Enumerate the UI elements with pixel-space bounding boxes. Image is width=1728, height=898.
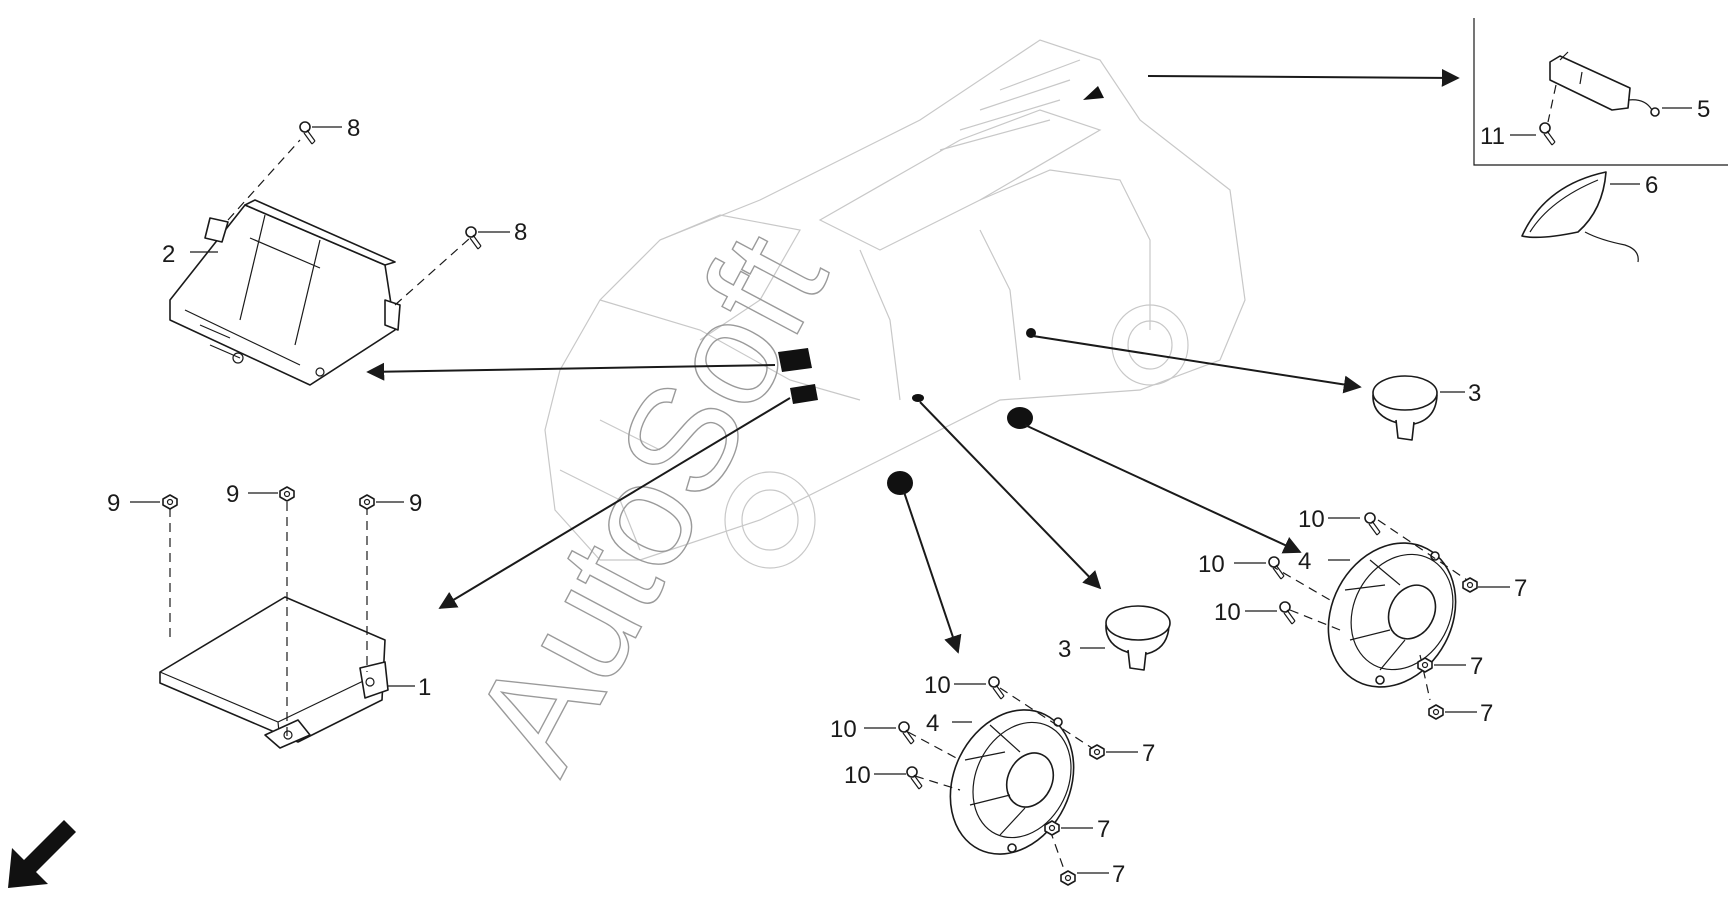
clip-7-front-a[interactable]: [1089, 744, 1105, 760]
control-module[interactable]: [159, 596, 389, 749]
location-marker-front-speaker: [887, 471, 913, 495]
location-marker-amplifier: [778, 348, 812, 372]
callout-6: 6: [1645, 172, 1658, 199]
shark-fin-antenna[interactable]: [1521, 171, 1639, 263]
tweeter-rear[interactable]: [1372, 375, 1438, 441]
callout-3-front: 3: [1058, 636, 1071, 663]
screw-8-top[interactable]: [299, 121, 316, 145]
nut-9-left[interactable]: [162, 494, 178, 510]
callout-8-right: 8: [514, 219, 527, 246]
callout-11: 11: [1480, 123, 1505, 150]
screw-10-rear-b[interactable]: [1268, 556, 1285, 580]
clip-7-rear-b[interactable]: [1417, 657, 1433, 673]
callout-7-rear-a: 7: [1514, 575, 1527, 602]
screw-11[interactable]: [1539, 122, 1556, 146]
nut-9-center[interactable]: [279, 486, 295, 502]
vehicle-outline: [544, 39, 1246, 569]
callout-4-front: 4: [926, 710, 939, 737]
callout-7-rear-b: 7: [1470, 653, 1483, 680]
callout-2: 2: [162, 241, 175, 268]
location-marker-tweeter-front: [912, 394, 924, 402]
screw-10-rear-c[interactable]: [1279, 601, 1296, 625]
clip-7-front-b[interactable]: [1044, 820, 1060, 836]
callout-9-right: 9: [409, 490, 422, 517]
callout-9-left: 9: [107, 490, 120, 517]
callout-7-front-a: 7: [1142, 740, 1155, 767]
speaker-rear[interactable]: [1304, 521, 1480, 710]
location-marker-module: [790, 384, 818, 404]
screw-10-rear-a[interactable]: [1364, 512, 1381, 536]
clip-7-rear-c[interactable]: [1428, 704, 1444, 720]
callout-10-rear-c: 10: [1214, 599, 1241, 626]
screw-10-front-b[interactable]: [898, 721, 915, 745]
screw-8-right[interactable]: [465, 226, 482, 250]
callout-10-front-b: 10: [830, 716, 857, 743]
callout-10-front-a: 10: [924, 672, 951, 699]
clip-7-rear-a[interactable]: [1462, 577, 1478, 593]
callout-10-rear-b: 10: [1198, 551, 1225, 578]
callout-10-front-c: 10: [844, 762, 871, 789]
callout-8-top: 8: [347, 115, 360, 142]
inset-frame: [1473, 18, 1728, 166]
callout-7-front-c: 7: [1112, 861, 1125, 888]
callout-3-rear: 3: [1468, 380, 1481, 407]
location-marker-rear-speaker: [1007, 407, 1033, 429]
front-direction-arrow-icon: [8, 820, 76, 888]
clip-7-front-c[interactable]: [1060, 870, 1076, 886]
antenna-amplifier[interactable]: [1549, 51, 1660, 117]
callout-9-center: 9: [226, 481, 239, 508]
screw-10-front-a[interactable]: [988, 676, 1005, 700]
nut-9-right[interactable]: [359, 494, 375, 510]
location-marker-antenna: [1083, 86, 1104, 100]
amplifier-unit[interactable]: [169, 199, 401, 386]
tweeter-front[interactable]: [1105, 605, 1171, 671]
callout-5: 5: [1697, 96, 1710, 123]
speaker-front[interactable]: [927, 689, 1097, 875]
callout-1: 1: [418, 674, 431, 701]
callout-4-rear: 4: [1298, 548, 1311, 575]
callout-7-front-b: 7: [1097, 816, 1110, 843]
callout-10-rear-a: 10: [1298, 506, 1325, 533]
callout-7-rear-c: 7: [1480, 700, 1493, 727]
